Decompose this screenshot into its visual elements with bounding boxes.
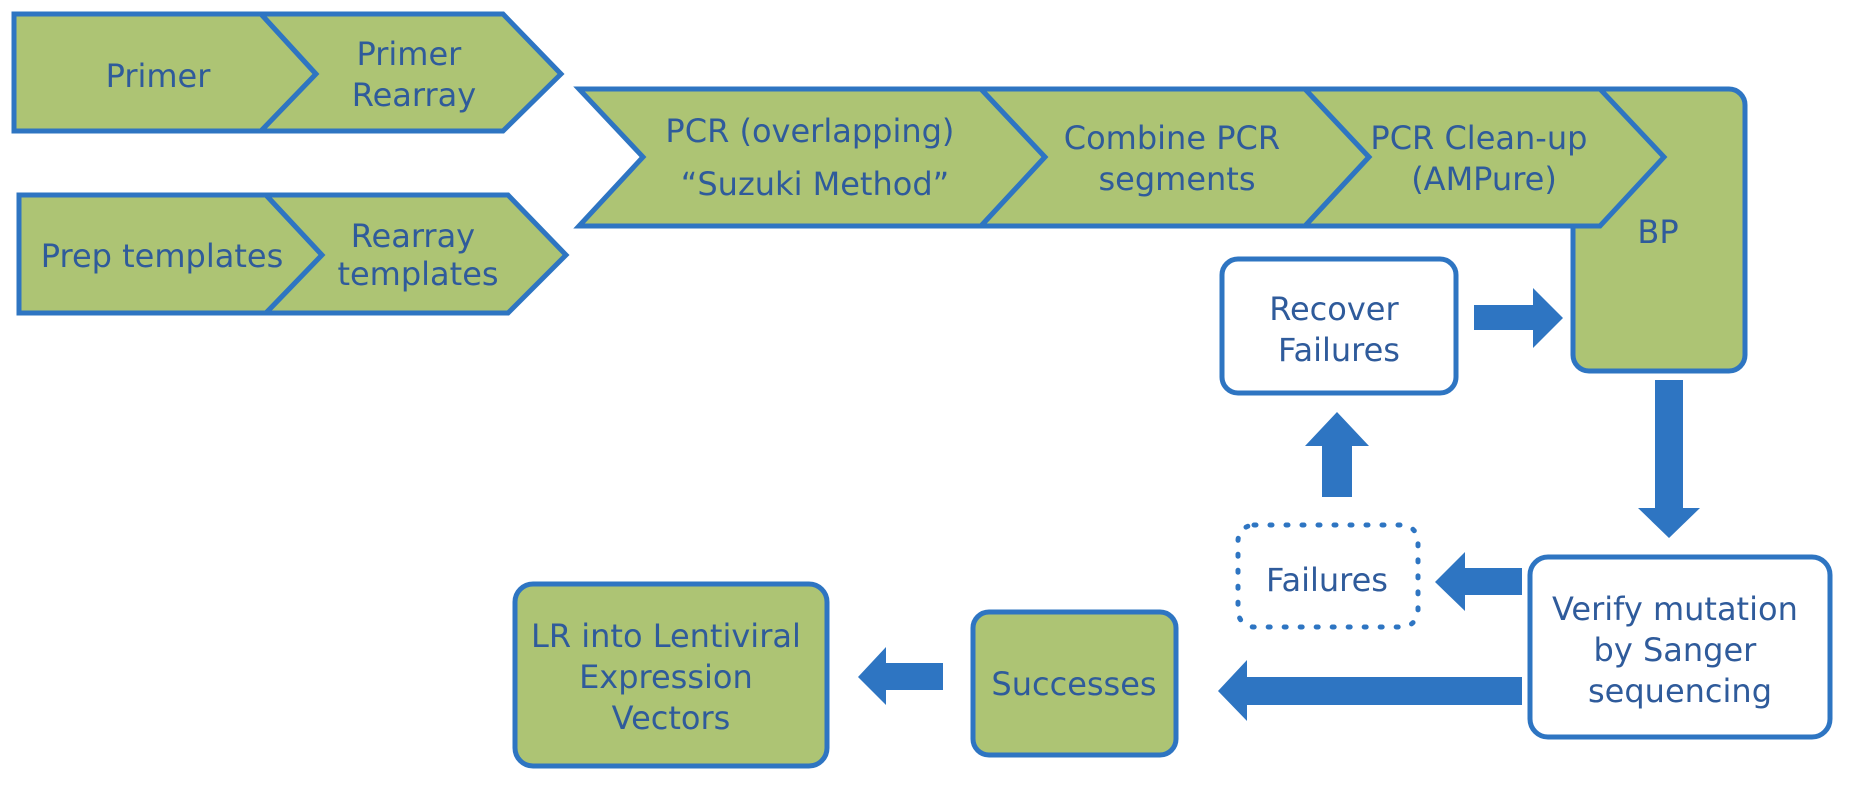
arrow-left-to-successes	[1218, 660, 1522, 721]
recover-failures-label: Recover Failures	[1269, 290, 1409, 369]
arrow-left-to-lr	[858, 647, 943, 705]
combine-pcr-label: Combine PCR segments	[1064, 119, 1290, 198]
verify-mutation-box	[1527, 554, 1833, 740]
rearray-templates-chevron	[260, 192, 570, 316]
failures-box	[1235, 522, 1421, 630]
successes-label: Successes	[991, 665, 1156, 703]
primer-label: Primer	[106, 57, 212, 95]
primer-rearray-label: Primer Rearray	[352, 35, 476, 114]
recover-failures-box	[1219, 256, 1459, 396]
arrow-left-to-failures	[1435, 552, 1522, 611]
successes-box	[970, 609, 1179, 758]
failures-label: Failures	[1266, 561, 1388, 599]
primer-rearray-chevron	[255, 11, 565, 134]
arrow-right-to-bp	[1474, 288, 1563, 348]
pcr-overlapping-label: PCR (overlapping) “Suzuki Method”	[665, 112, 964, 203]
rearray-templates-label: Rearray templates	[337, 217, 498, 293]
arrow-down-to-verify	[1638, 380, 1700, 538]
bp-label: BP	[1637, 213, 1678, 251]
pcr-overlapping-chevron	[573, 86, 1049, 229]
pcr-cleanup-label: PCR Clean-up (AMPure)	[1370, 119, 1597, 198]
lr-lentiviral-label: LR into Lentiviral Expression Vectors	[531, 617, 811, 737]
verify-mutation-label: Verify mutation by Sanger sequencing	[1552, 590, 1808, 710]
arrow-up-to-recover	[1305, 412, 1369, 497]
lr-lentiviral-box	[512, 581, 830, 769]
pcr-cleanup-chevron	[1299, 86, 1668, 229]
prep-templates-label: Prep templates	[41, 237, 283, 275]
